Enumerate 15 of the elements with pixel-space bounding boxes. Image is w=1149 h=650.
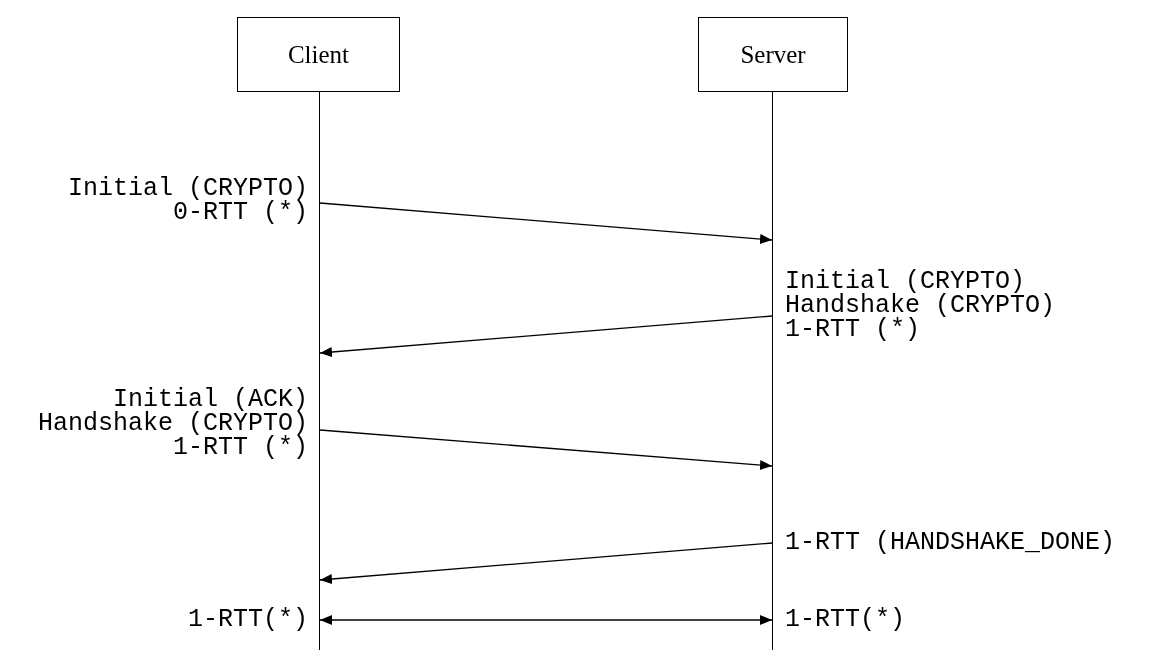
message-label: 1-RTT (HANDSHAKE_DONE) [785, 531, 1117, 555]
participant-box: Server [698, 17, 848, 92]
message-arrow [319, 202, 773, 244]
message-arrow [319, 429, 773, 471]
message-label: Initial (CRYPTO) Handshake (CRYPTO) 1-RTT (*) [785, 270, 1057, 342]
message-arrow [319, 315, 773, 357]
participant-box: Client [237, 17, 400, 92]
message-arrow [319, 542, 773, 584]
lifeline [319, 92, 320, 650]
message-label: Initial (CRYPTO) 0-RTT (*) [66, 177, 308, 225]
message-label: Initial (ACK) Handshake (CRYPTO) 1-RTT (*) [36, 388, 308, 460]
message-label: 1-RTT(*) [785, 608, 906, 632]
lifeline [772, 92, 773, 650]
message-arrow [319, 615, 773, 625]
message-label: 1-RTT(*) [186, 608, 308, 632]
